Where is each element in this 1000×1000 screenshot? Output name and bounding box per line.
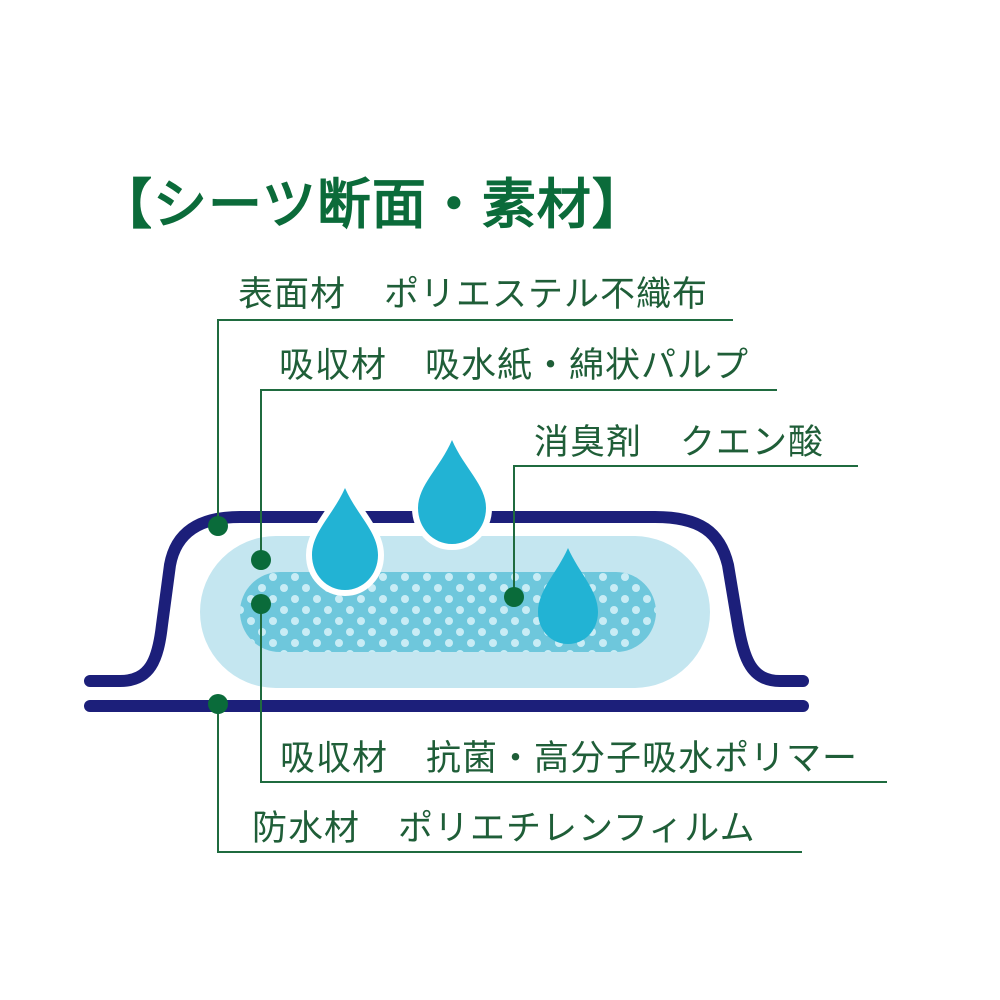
water-drop-right-icon — [538, 548, 598, 644]
label-deodorant-part: 消臭剤 — [534, 423, 643, 463]
leader-lines — [217, 319, 887, 853]
leader-line-deodorant — [513, 465, 858, 597]
leader-line-absorbent-upper — [260, 389, 777, 560]
leader-line-surface — [217, 319, 733, 526]
label-absorbent-upper-material: 吸水紙・綿状パルプ — [425, 346, 750, 386]
leader-dot-surface — [208, 516, 228, 536]
label-deodorant: 消臭剤クエン酸 — [534, 414, 824, 465]
label-waterproof-part: 防水材 — [252, 809, 361, 849]
label-waterproof: 防水材ポリエチレンフィルム — [252, 800, 756, 851]
leader-dot-deodorant — [504, 587, 524, 607]
leader-dot-waterproof — [208, 694, 228, 714]
diagram-title: 【シーツ断面・素材】 — [98, 173, 647, 236]
leader-dot-absorbent-lower — [251, 594, 271, 614]
leader-line-absorbent-lower — [260, 604, 887, 783]
label-absorbent-upper: 吸収材吸水紙・綿状パルプ — [279, 337, 749, 388]
label-surface-material: ポリエステル不織布 — [384, 275, 709, 315]
leader-line-waterproof — [217, 704, 802, 853]
leader-dots — [208, 516, 524, 714]
label-absorbent-lower: 吸収材抗菌・高分子吸水ポリマー — [280, 730, 858, 781]
label-waterproof-material: ポリエチレンフィルム — [398, 809, 756, 849]
label-absorbent-lower-part: 吸収材 — [280, 739, 389, 779]
label-deodorant-material: クエン酸 — [680, 423, 825, 463]
label-absorbent-upper-part: 吸収材 — [279, 346, 388, 386]
label-surface-part: 表面材 — [238, 275, 347, 315]
label-absorbent-lower-material: 抗菌・高分子吸水ポリマー — [426, 739, 859, 779]
label-surface: 表面材ポリエステル不織布 — [238, 266, 708, 317]
water-drop-left-icon — [306, 482, 384, 596]
water-drop-top-icon — [412, 434, 492, 550]
leader-dot-absorbent-upper — [251, 550, 271, 570]
